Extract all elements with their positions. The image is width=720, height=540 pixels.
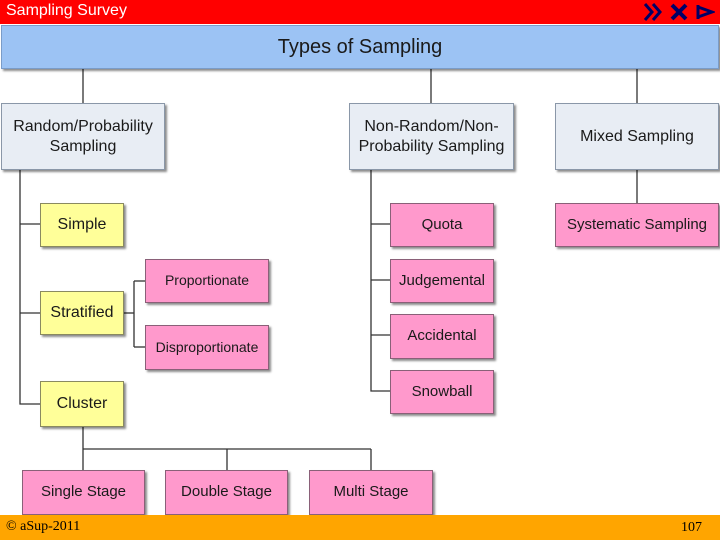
footer-bar: © aSup-2011 107 bbox=[0, 515, 720, 540]
node-disproportionate: Disproportionate bbox=[145, 325, 269, 370]
rewind-icon[interactable] bbox=[642, 1, 664, 23]
navigation-controls bbox=[642, 0, 716, 24]
node-snowball: Snowball bbox=[390, 370, 494, 414]
title-bar: Sampling Survey bbox=[0, 0, 720, 24]
page-number: 107 bbox=[681, 520, 702, 535]
node-judgemental: Judgemental bbox=[390, 259, 494, 303]
back-icon[interactable] bbox=[668, 1, 690, 23]
node-double-stage: Double Stage bbox=[165, 470, 288, 515]
copyright-text: © aSup-2011 bbox=[6, 519, 81, 534]
root-node: Types of Sampling bbox=[1, 25, 719, 69]
forward-icon[interactable] bbox=[694, 1, 716, 23]
node-cluster: Cluster bbox=[40, 381, 124, 427]
node-multi-stage: Multi Stage bbox=[309, 470, 433, 515]
category-non-random: Non-Random/Non-Probability Sampling bbox=[349, 103, 514, 170]
category-random: Random/Probability Sampling bbox=[1, 103, 165, 170]
category-mixed: Mixed Sampling bbox=[555, 103, 719, 170]
node-simple: Simple bbox=[40, 203, 124, 247]
node-proportionate: Proportionate bbox=[145, 259, 269, 303]
node-quota: Quota bbox=[390, 203, 494, 247]
node-single-stage: Single Stage bbox=[22, 470, 145, 515]
slide-title: Sampling Survey bbox=[6, 2, 127, 19]
node-accidental: Accidental bbox=[390, 314, 494, 359]
node-stratified: Stratified bbox=[40, 291, 124, 335]
node-systematic-sampling: Systematic Sampling bbox=[555, 203, 719, 247]
